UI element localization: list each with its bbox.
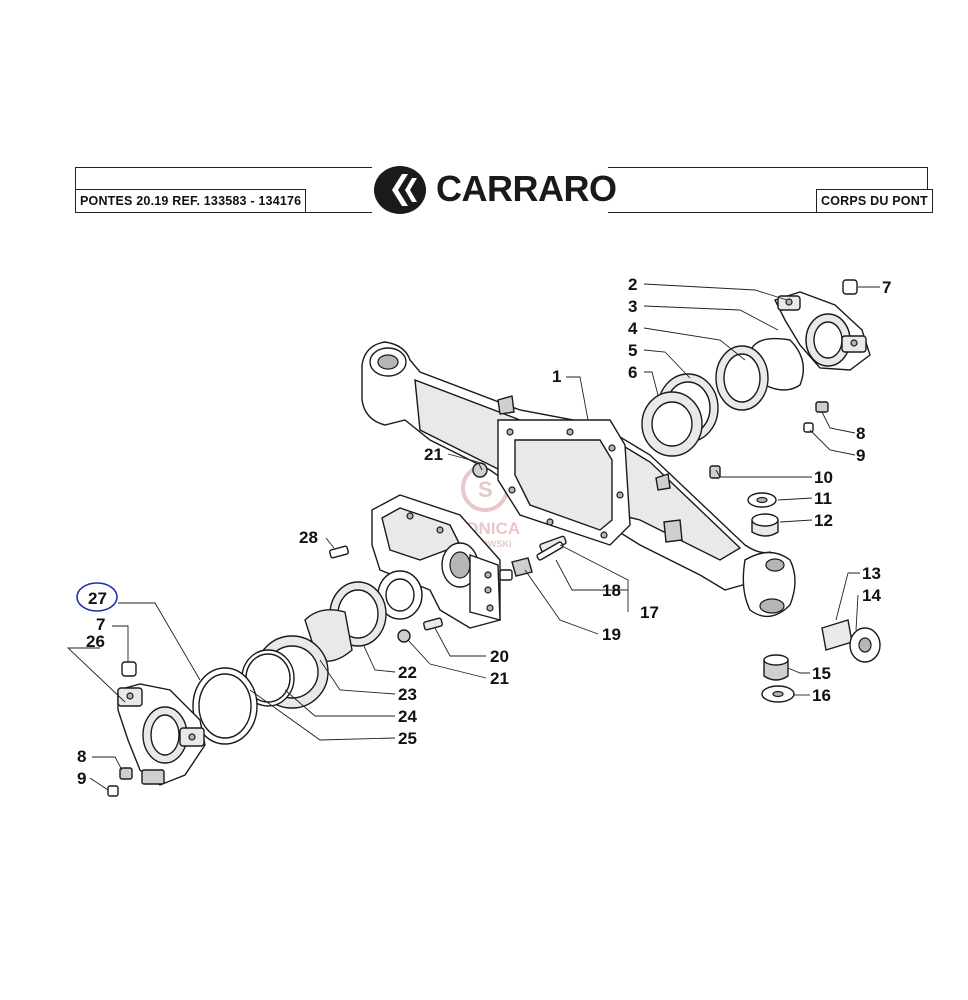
highlight-circle	[76, 582, 118, 612]
callout-21-bottom: 21	[490, 669, 509, 688]
callout-11: 11	[814, 489, 832, 508]
callout-3: 3	[628, 297, 637, 316]
bush-15-16	[761, 654, 795, 703]
callout-10: 10	[814, 468, 833, 487]
callout-5: 5	[628, 341, 637, 360]
callout-27: 27	[88, 589, 107, 608]
bushing-set-left	[192, 581, 387, 745]
callout-6: 6	[628, 363, 637, 382]
header-right-title: CORPS DU PONT	[821, 194, 928, 208]
callout-9-right: 9	[856, 446, 865, 465]
carraro-logo-icon	[374, 166, 426, 214]
callout-26: 26	[86, 632, 105, 651]
axle-housing	[361, 341, 796, 618]
callout-28: 28	[299, 528, 318, 547]
svg-text:S: S	[478, 477, 493, 502]
callout-19: 19	[602, 625, 621, 644]
callout-17: 17	[640, 603, 659, 622]
callout-8-left: 8	[77, 747, 86, 766]
header-left-title-box: PONTES 20.19 REF. 133583 - 134176	[75, 189, 307, 213]
bush-13-14	[821, 619, 881, 663]
callout-9-left: 9	[77, 769, 86, 788]
callout-14: 14	[862, 586, 881, 605]
callout-1: 1	[552, 367, 561, 386]
bushing-set-right	[641, 337, 804, 457]
brand-name: CARRARO	[436, 168, 617, 209]
callout-13: 13	[862, 564, 881, 583]
callout-24: 24	[398, 707, 417, 726]
callout-8-right: 8	[856, 424, 865, 443]
callout-21-top: 21	[424, 445, 443, 464]
callout-18: 18	[602, 581, 621, 600]
header-right-title-box: CORPS DU PONT	[816, 189, 933, 213]
callout-12: 12	[814, 511, 833, 530]
callout-23: 23	[398, 685, 417, 704]
callout-4: 4	[628, 319, 638, 338]
callout-7-left: 7	[96, 615, 105, 634]
callout-15: 15	[812, 664, 831, 683]
leader-lines	[66, 283, 880, 791]
callout-20: 20	[490, 647, 509, 666]
trunnion-support-left	[107, 661, 206, 797]
bolts-and-pins	[329, 462, 567, 643]
header-left-title: PONTES 20.19 REF. 133583 - 134176	[80, 194, 302, 208]
grease-fitting-right	[709, 401, 829, 479]
callout-7-right: 7	[882, 278, 891, 297]
callout-2: 2	[628, 275, 637, 294]
callout-labels: 1 2 3 4 5 6 7 8 9 10 11 12 13 14 15 16 1…	[77, 275, 891, 788]
trunnion-support-right	[774, 279, 871, 371]
callout-22: 22	[398, 663, 417, 682]
differential-carrier	[371, 494, 501, 629]
callout-25: 25	[398, 729, 417, 748]
washer-bush-11-12	[747, 492, 779, 537]
callout-16: 16	[812, 686, 831, 705]
